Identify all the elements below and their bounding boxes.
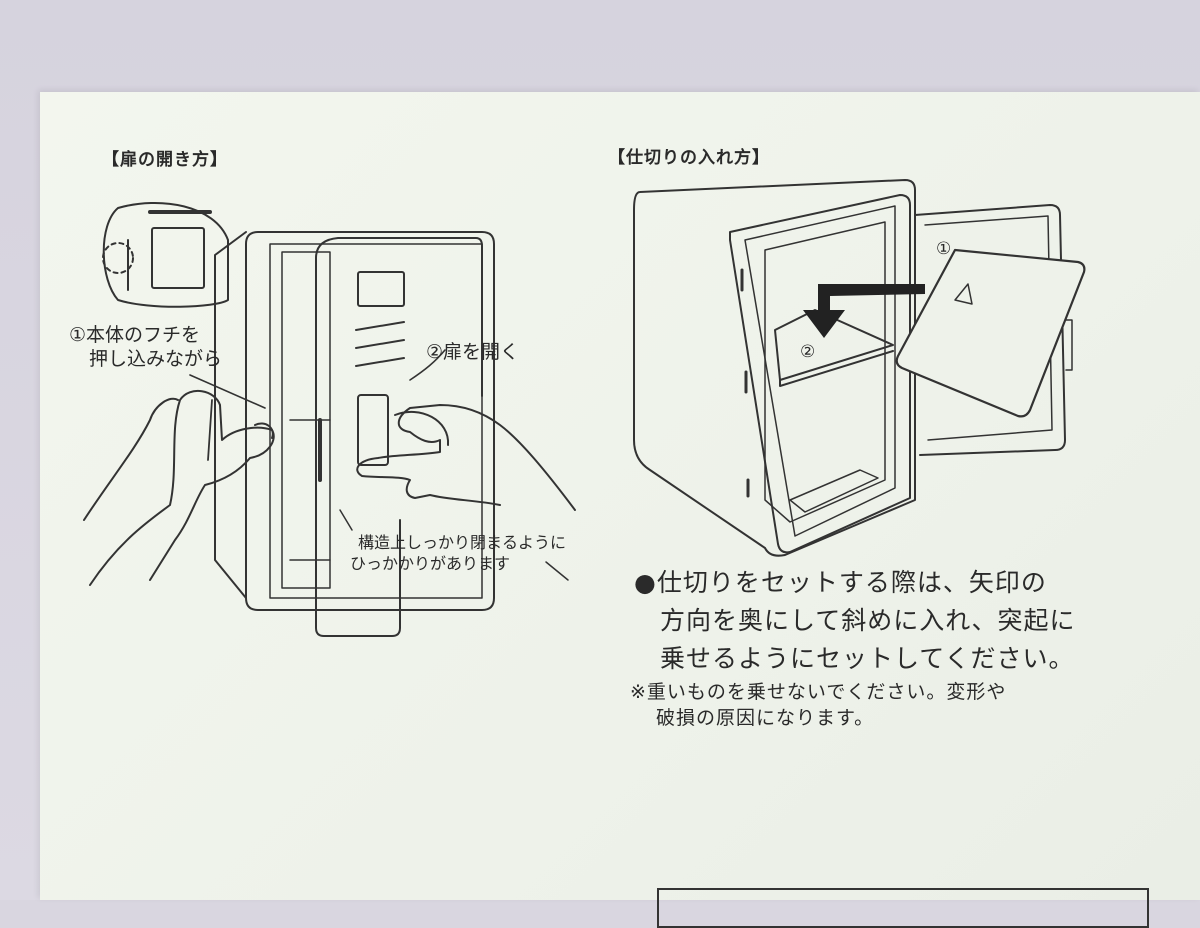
instruction-line1: ●仕切りをセットする際は、矢印の [634,568,1047,597]
fridge-body [245,231,495,611]
marker-2: ② [800,342,816,362]
inner-shelf [774,309,894,381]
shelf-insertion-illustration [633,179,1086,557]
warning-line2: 破損の原因になります。 [656,707,875,729]
caution-line1: 構造上しっかり閉まるように [358,533,567,552]
warning-line1: ※重いものを乗せないでください。変形や [630,681,1007,703]
door-opening-illustration [83,202,576,637]
right-hand [356,404,576,511]
instruction-line2: 方向を奥にして斜めに入れ、突起に [660,606,1076,635]
left-hand [89,390,275,586]
separator-panel [895,248,1086,418]
caution-line2: ひっかかりがあります [350,554,511,573]
marker-1: ① [936,239,952,259]
door-section-title: 【扉の開き方】 [102,150,228,170]
step1-label-line2: 押し込みながら [89,348,223,370]
step1-label-line1: ①本体のフチを [69,324,201,346]
instruction-line3: 乗せるようにセットしてください。 [660,644,1075,673]
instruction-sheet [40,92,1200,900]
door-display [357,271,405,307]
insertion-arrow [803,284,925,338]
cabinet-body [633,179,916,557]
step2-label: ②扉を開く [426,341,520,363]
illustrations [83,179,1086,637]
fridge-door [315,237,483,637]
shelf-section-title: 【仕切りの入れ方】 [608,148,770,168]
bottom-frame-box [657,888,1149,928]
zoom-callout [102,202,229,308]
